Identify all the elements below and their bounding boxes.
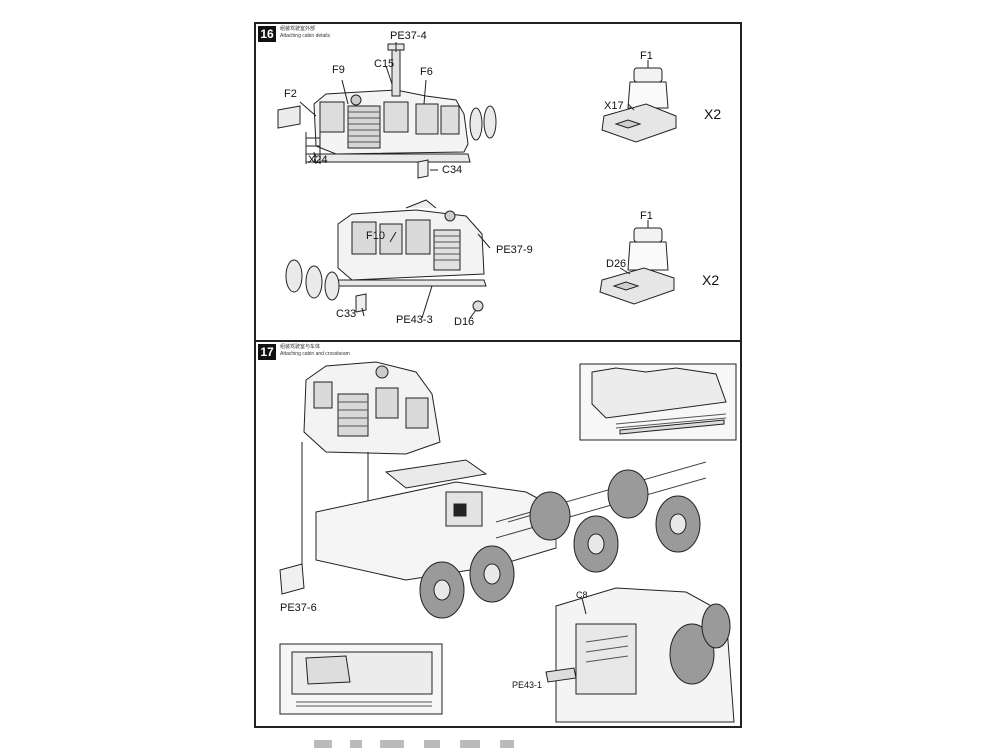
callout-f10: F10	[366, 230, 385, 242]
step-16-panel: 16 组装驾驶室外部 Attaching cabin details	[256, 24, 740, 342]
detail-inset-bottom-left	[279, 643, 443, 715]
instruction-sheet: 16 组装驾驶室外部 Attaching cabin details	[254, 22, 742, 728]
cropped-next-page-strip	[314, 740, 514, 748]
quantity-x2-bottom: X2	[702, 272, 720, 288]
callout-pe37-6: PE37-6	[280, 602, 317, 614]
cabin-assembly	[301, 361, 441, 578]
callout-f2: F2	[284, 88, 297, 100]
cabin-rear-view	[285, 199, 491, 319]
callout-c33: C33	[336, 308, 357, 320]
callout-c8: C8	[576, 590, 588, 600]
step-title-english: Attaching cabin and crossbeam	[280, 351, 350, 357]
callout-pe43-3: PE43-3	[396, 314, 433, 326]
step-title-chinese: 组装驾驶室与车体	[280, 344, 321, 350]
callout-f1-top: F1	[640, 50, 653, 62]
callout-pe37-9: PE37-9	[496, 244, 533, 256]
step-title-chinese: 组装驾驶室外部	[280, 26, 316, 32]
cabin-front-view	[277, 42, 497, 179]
callout-pe37-4: PE37-4	[390, 30, 427, 42]
callout-x17: X17	[604, 100, 624, 112]
step-16-drawing	[277, 42, 677, 319]
step-title-english: Attaching cabin details	[280, 33, 331, 39]
seat-platform-top	[601, 60, 677, 143]
callout-c34: C34	[442, 164, 463, 176]
callout-d26: D26	[606, 258, 627, 270]
chassis	[279, 459, 707, 619]
callout-f1-bottom: F1	[640, 210, 653, 222]
step-number-badge: 17	[258, 344, 276, 360]
seat-platform-bottom	[599, 220, 675, 305]
detail-inset-bottom-right	[545, 587, 735, 723]
callout-d16: D16	[454, 316, 475, 328]
quantity-x2-top: X2	[704, 106, 722, 122]
detail-inset-top-right	[579, 363, 737, 441]
callout-f6: F6	[420, 66, 433, 78]
callout-f9: F9	[332, 64, 345, 76]
callout-x24: X24	[308, 154, 328, 166]
callout-c15: C15	[374, 58, 395, 70]
callout-pe43-1: PE43-1	[512, 680, 543, 690]
step-17-panel: 17 组装驾驶室与车体 Attaching cabin and crossbea…	[256, 342, 740, 726]
step-number-badge: 16	[258, 26, 276, 42]
step-17-drawing	[279, 361, 737, 723]
